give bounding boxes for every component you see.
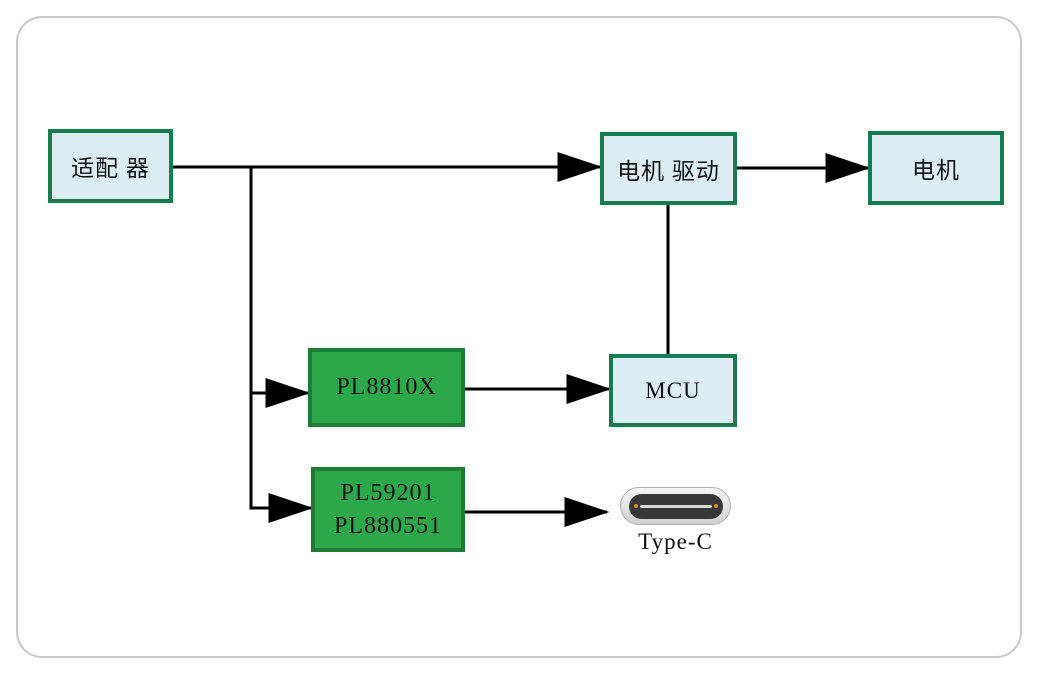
node-usb-chips-line1: PL59201 xyxy=(340,480,436,507)
node-adapter: 适配 器 xyxy=(48,129,173,203)
node-pl8810x: PL8810X xyxy=(308,348,465,427)
node-mcu-label: MCU xyxy=(645,377,701,403)
typec-label: Type-C xyxy=(638,529,713,554)
node-usb-chips: PL59201 PL880551 xyxy=(311,467,465,552)
node-usb-chips-line2: PL880551 xyxy=(333,512,442,539)
node-usb-chips-label: PL59201 PL880551 xyxy=(334,477,442,542)
typec-pin-right xyxy=(713,504,718,508)
node-adapter-label: 适配 器 xyxy=(71,156,150,181)
node-motor-label: 电机 xyxy=(912,158,960,183)
node-mcu: MCU xyxy=(609,354,737,427)
node-motor-driver-label: 电机 驱动 xyxy=(617,158,720,184)
usb-typec-inner xyxy=(628,493,723,519)
typec-pin-left xyxy=(633,504,638,508)
usb-typec-connector-icon xyxy=(620,487,731,525)
node-motor-driver: 电机 驱动 xyxy=(600,132,737,205)
typec-tongue xyxy=(639,504,712,508)
diagram-frame xyxy=(16,16,1022,658)
node-motor: 电机 xyxy=(868,131,1004,205)
node-pl8810x-label: PL8810X xyxy=(336,374,437,400)
